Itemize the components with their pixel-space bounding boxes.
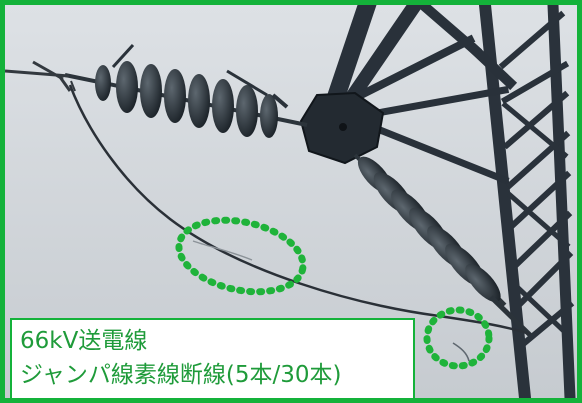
left-conductor (5, 60, 76, 92)
caption-line-damage: ジャンパ線素線断線(5本/30本) (20, 362, 342, 388)
caption-box: 66kV送電線 ジャンパ線素線断線(5本/30本) (10, 318, 415, 398)
jumper-wire (68, 84, 531, 336)
dotted-ellipse-icon (175, 216, 307, 296)
dotted-ellipse-icon (423, 306, 493, 370)
broken-strand-mark (192, 240, 253, 261)
caption-line-voltage: 66kV送電線 (20, 328, 148, 354)
lower-insulator-string (353, 153, 532, 337)
upper-insulator-string (64, 43, 308, 138)
broken-strand-mark (452, 342, 470, 362)
